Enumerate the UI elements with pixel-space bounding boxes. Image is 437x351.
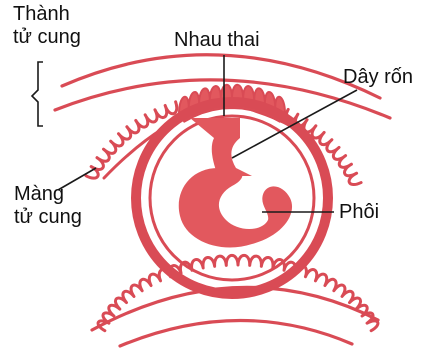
uterine-lining-label-line-1: Màng (14, 183, 82, 206)
umbilical-cord-label: Dây rốn (343, 65, 413, 89)
uterine-lining-label: Màng tử cung (14, 183, 82, 229)
uterine-wall-bottom-inner (120, 320, 352, 346)
uterine-wall-label-line-1: Thành (13, 3, 81, 26)
uterine-lining-wave-left (86, 102, 177, 178)
embryo-shape (179, 168, 292, 248)
uterine-lining-label-line-2: tử cung (14, 206, 82, 229)
uterine-wall-label: Thành tử cung (13, 3, 81, 49)
uterine-wall-label-line-2: tử cung (13, 26, 81, 49)
embryo-label: Phôi (339, 200, 379, 224)
uterine-wall-bracket (32, 62, 43, 126)
umbilical-cord-shape (190, 118, 252, 176)
placenta-label: Nhau thai (174, 28, 260, 52)
